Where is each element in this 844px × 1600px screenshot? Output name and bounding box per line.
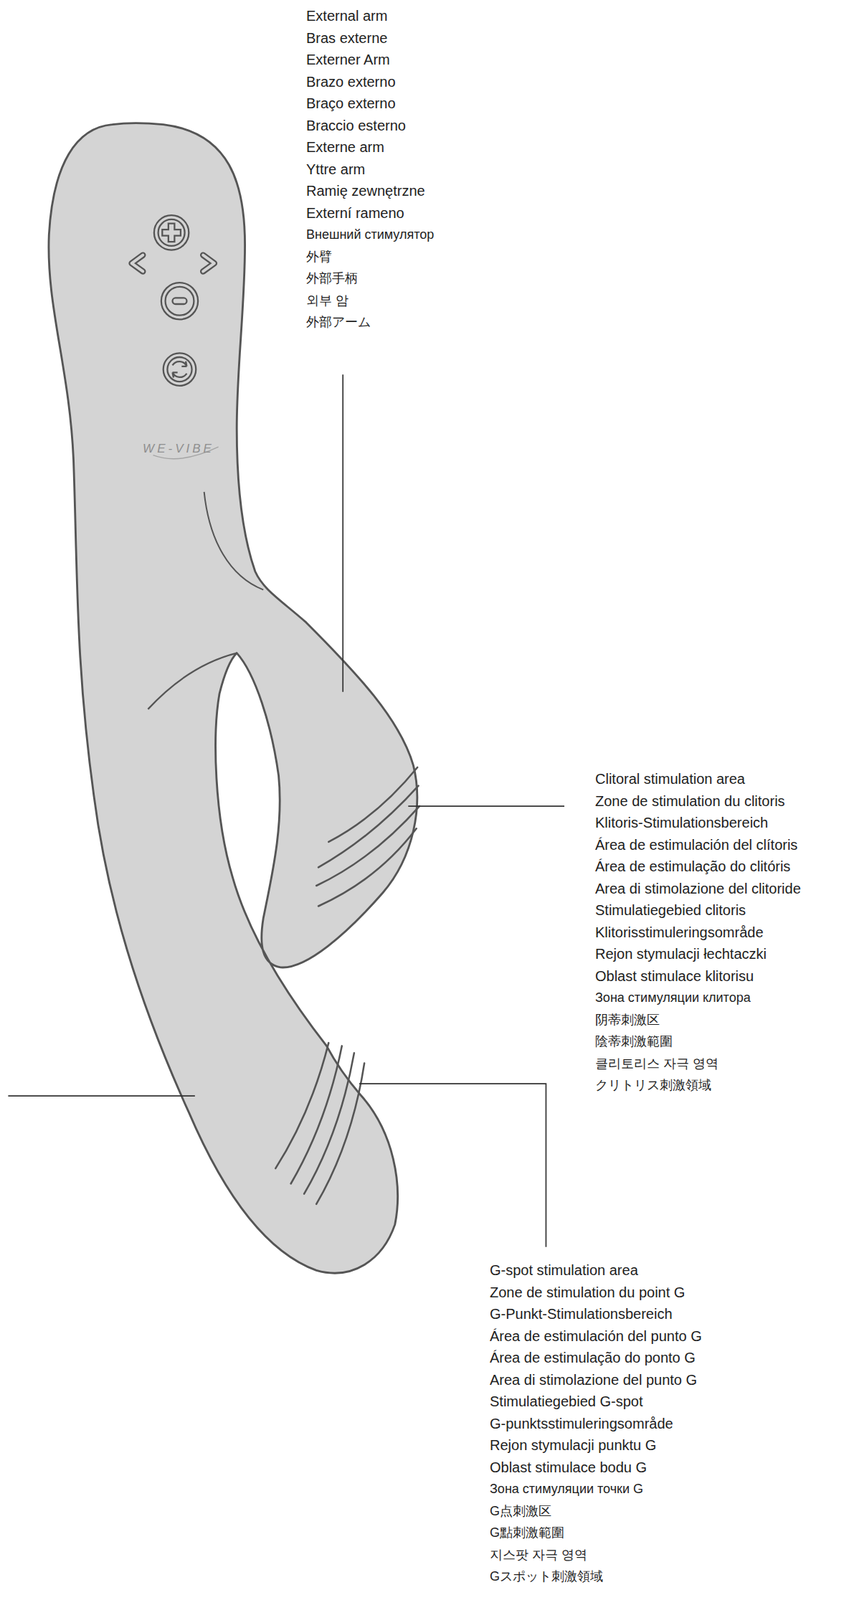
button-ring	[154, 215, 189, 250]
ridge	[318, 828, 417, 906]
part-label: G點刺激範圍	[489, 1521, 565, 1544]
part-label: Bras externe	[306, 27, 388, 50]
part-label: クリトリス刺激領域	[595, 1074, 712, 1097]
part-label: Braço externo	[306, 92, 396, 115]
part-label: Zone de stimulation du point G	[489, 1281, 685, 1304]
left-arrow	[131, 255, 144, 272]
part-label: Brazo externo	[306, 70, 396, 94]
cycle-button	[163, 352, 197, 386]
seam-line	[147, 653, 237, 710]
part-label: Externe arm	[306, 136, 385, 159]
part-label: Braccio esterno	[306, 114, 406, 137]
part-label: Klitorisstimuleringsområde	[595, 921, 764, 944]
part-label: Área de estimulação do clitóris	[595, 855, 791, 878]
part-label: Externí rameno	[306, 202, 405, 225]
neck-line	[204, 491, 264, 591]
part-label: 클리토리스 자극 영역	[595, 1052, 719, 1075]
part-label: 지스팟 자극 영역	[489, 1543, 588, 1567]
part-label: Oblast stimulace bodu G	[489, 1456, 647, 1479]
button-ring	[161, 282, 198, 320]
part-label: Clitoral stimulation area	[595, 767, 746, 791]
part-label: G-punktsstimuleringsområde	[489, 1412, 674, 1435]
cycle-arrow	[172, 361, 188, 367]
button-ring	[158, 219, 186, 246]
part-label: Zone de stimulation du clitoris	[595, 790, 786, 813]
button-ring	[163, 352, 197, 386]
plus-symbol	[162, 223, 181, 243]
plus-button	[154, 215, 189, 250]
part-label: 외부 암	[306, 289, 349, 312]
part-label: Stimulatiegebied clitoris	[595, 899, 746, 922]
part-label: Rejon stymulacji łechtaczki	[595, 942, 767, 966]
ridge	[316, 805, 420, 886]
part-label: Area di stimolazione del punto G	[489, 1368, 697, 1392]
ridge	[291, 1045, 343, 1184]
part-label: Área de estimulación del clítoris	[595, 833, 798, 857]
part-label: Yttre arm	[306, 158, 365, 181]
part-label: Área de estimulación del punto G	[489, 1325, 703, 1348]
ridge	[318, 785, 419, 868]
part-label: G点刺激区	[489, 1500, 552, 1523]
arrow-buttons	[131, 255, 215, 272]
part-label: 陰蒂刺激範圍	[595, 1030, 673, 1053]
part-label: Oblast stimulace klitorisu	[595, 965, 754, 988]
part-label: G-spot stimulation area	[489, 1259, 639, 1282]
part-label: Área de estimulação do ponto G	[489, 1346, 696, 1369]
brand-logo: WE-VIBE	[142, 441, 215, 457]
ridge	[275, 1042, 329, 1169]
right-arrow	[202, 255, 215, 272]
button-ring	[167, 357, 192, 382]
part-label: 阴蒂刺激区	[595, 1008, 660, 1032]
left-arrow	[131, 255, 144, 272]
part-label: 外部手柄	[306, 267, 358, 290]
part-label: Зона стимуляции клитора	[595, 986, 751, 1009]
part-label: External arm	[306, 5, 388, 28]
part-label: Klitoris-Stimulationsbereich	[595, 811, 768, 834]
part-label: Area di stimolazione del clitoride	[595, 877, 801, 900]
gspot-ridges	[275, 1042, 365, 1204]
leader-line	[7, 1094, 195, 1097]
ridge	[304, 1052, 355, 1194]
device-body	[48, 122, 418, 1273]
part-label: Зона стимуляции точки G	[489, 1477, 644, 1501]
cycle-arrow	[172, 372, 188, 378]
right-arrow	[202, 255, 215, 272]
part-label: 外臂	[306, 245, 333, 269]
leader-line	[342, 374, 344, 692]
part-label: Stimulatiegebied G-spot	[489, 1390, 643, 1413]
minus-symbol	[172, 297, 188, 305]
ridge	[316, 1063, 365, 1204]
part-label: 外部アーム	[306, 311, 371, 334]
part-label: Ramię zewnętrzne	[306, 179, 426, 203]
clitoral-ridges	[316, 767, 420, 907]
part-label: Externer Arm	[306, 48, 391, 71]
button-ring	[165, 286, 195, 316]
part-label: Rejon stymulacji punktu G	[489, 1434, 657, 1457]
leader-line	[359, 1083, 546, 1247]
leader-lines	[7, 374, 565, 1247]
part-label: G-Punkt-Stimulationsbereich	[489, 1302, 673, 1326]
minus-button	[161, 282, 198, 320]
leader-line	[408, 805, 565, 807]
part-label: Gスポット刺激領域	[489, 1565, 604, 1588]
part-label: Внешний стимулятор	[306, 223, 434, 246]
